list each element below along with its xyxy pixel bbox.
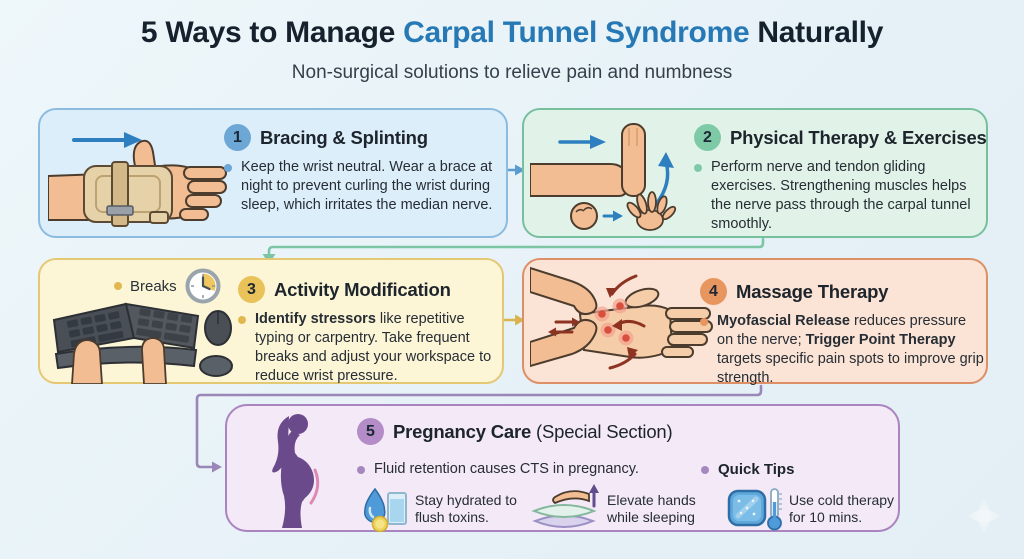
bullet-dot [694, 164, 702, 172]
bullet-dot [114, 282, 122, 290]
cold-therapy-icon [727, 488, 782, 531]
pregnant-woman-illustration [272, 414, 320, 528]
bullet-dot [700, 318, 708, 326]
card-title: Bracing & Splinting [260, 126, 428, 148]
card-title: Massage Therapy [736, 280, 889, 302]
tip-hydration: Stay hydrated to flush toxins. [363, 486, 517, 532]
tip-text: Use cold therapy for 10 mins. [789, 491, 895, 526]
bullet-dot [238, 316, 246, 324]
card-number-badge: 4 [700, 278, 727, 305]
tip-elevate: Elevate hands while sleeping [531, 484, 713, 534]
hands-on-keyboard [71, 337, 167, 384]
page-title: 5 Ways to Manage Carpal Tunnel Syndrome … [140, 16, 884, 49]
mouse-icon [204, 310, 232, 346]
card-number-badge: 5 [357, 418, 384, 445]
card-body: Identify stressors like repetitive typin… [255, 311, 492, 385]
open-hand-icon [626, 191, 677, 231]
stretch-exercise-illustration [530, 123, 677, 231]
keyboard-illustration [52, 302, 233, 384]
card-activity-modification: Breaks [38, 258, 504, 384]
brace [83, 161, 173, 227]
card-bracing-splinting: 1 Bracing & Splinting Keep the wrist neu… [38, 108, 508, 238]
card-title: Pregnancy Care (Special Section) [393, 420, 673, 442]
wrist-brace-illustration [48, 132, 227, 227]
wrist-rest [199, 355, 233, 377]
card-massage-therapy: 4 Massage Therapy Myofascial Release red… [522, 258, 988, 386]
elevate-hands-icon [531, 484, 599, 528]
card-body: Keep the wrist neutral. Wear a brace at … [241, 159, 493, 214]
card-physical-therapy: 2 Physical Therapy & Exercises Perform n… [522, 108, 988, 238]
bullet-dot [701, 465, 709, 474]
fist-icon [570, 202, 598, 230]
bullet-dot [224, 164, 232, 172]
bullet-dot [357, 466, 365, 474]
card-title-suffix: (Special Section) [536, 420, 673, 442]
card-title: Activity Modification [274, 278, 451, 300]
card-number-badge: 3 [238, 276, 265, 303]
clock-icon [185, 268, 221, 304]
sparkle-decoration [966, 498, 1002, 534]
quick-tips-label: Quick Tips [718, 461, 795, 479]
tip-text: Elevate hands while sleeping [607, 491, 696, 526]
card-body: Myofascial Release reduces pressure on t… [717, 313, 984, 387]
card-title: Physical Therapy & Exercises [730, 126, 987, 148]
card-pregnancy-care: 5 Pregnancy Care (Special Section) Fluid… [225, 404, 900, 532]
massage-illustration [530, 266, 713, 370]
hydration-icon [364, 487, 407, 532]
pain-points [594, 298, 634, 346]
tip-text: Stay hydrated to flush toxins. [415, 491, 517, 526]
card-body: Perform nerve and tendon gliding exercis… [711, 159, 971, 233]
breaks-label: Breaks [130, 277, 177, 295]
massaging-hands [530, 266, 598, 368]
card-number-badge: 1 [224, 124, 251, 151]
pregnancy-bullet: Fluid retention causes CTS in pregnancy. [374, 461, 639, 477]
tip-cold-therapy: Use cold therapy for 10 mins. [727, 486, 905, 532]
page-subtitle: Non-surgical solutions to relieve pain a… [291, 62, 733, 83]
card-number-badge: 2 [694, 124, 721, 151]
